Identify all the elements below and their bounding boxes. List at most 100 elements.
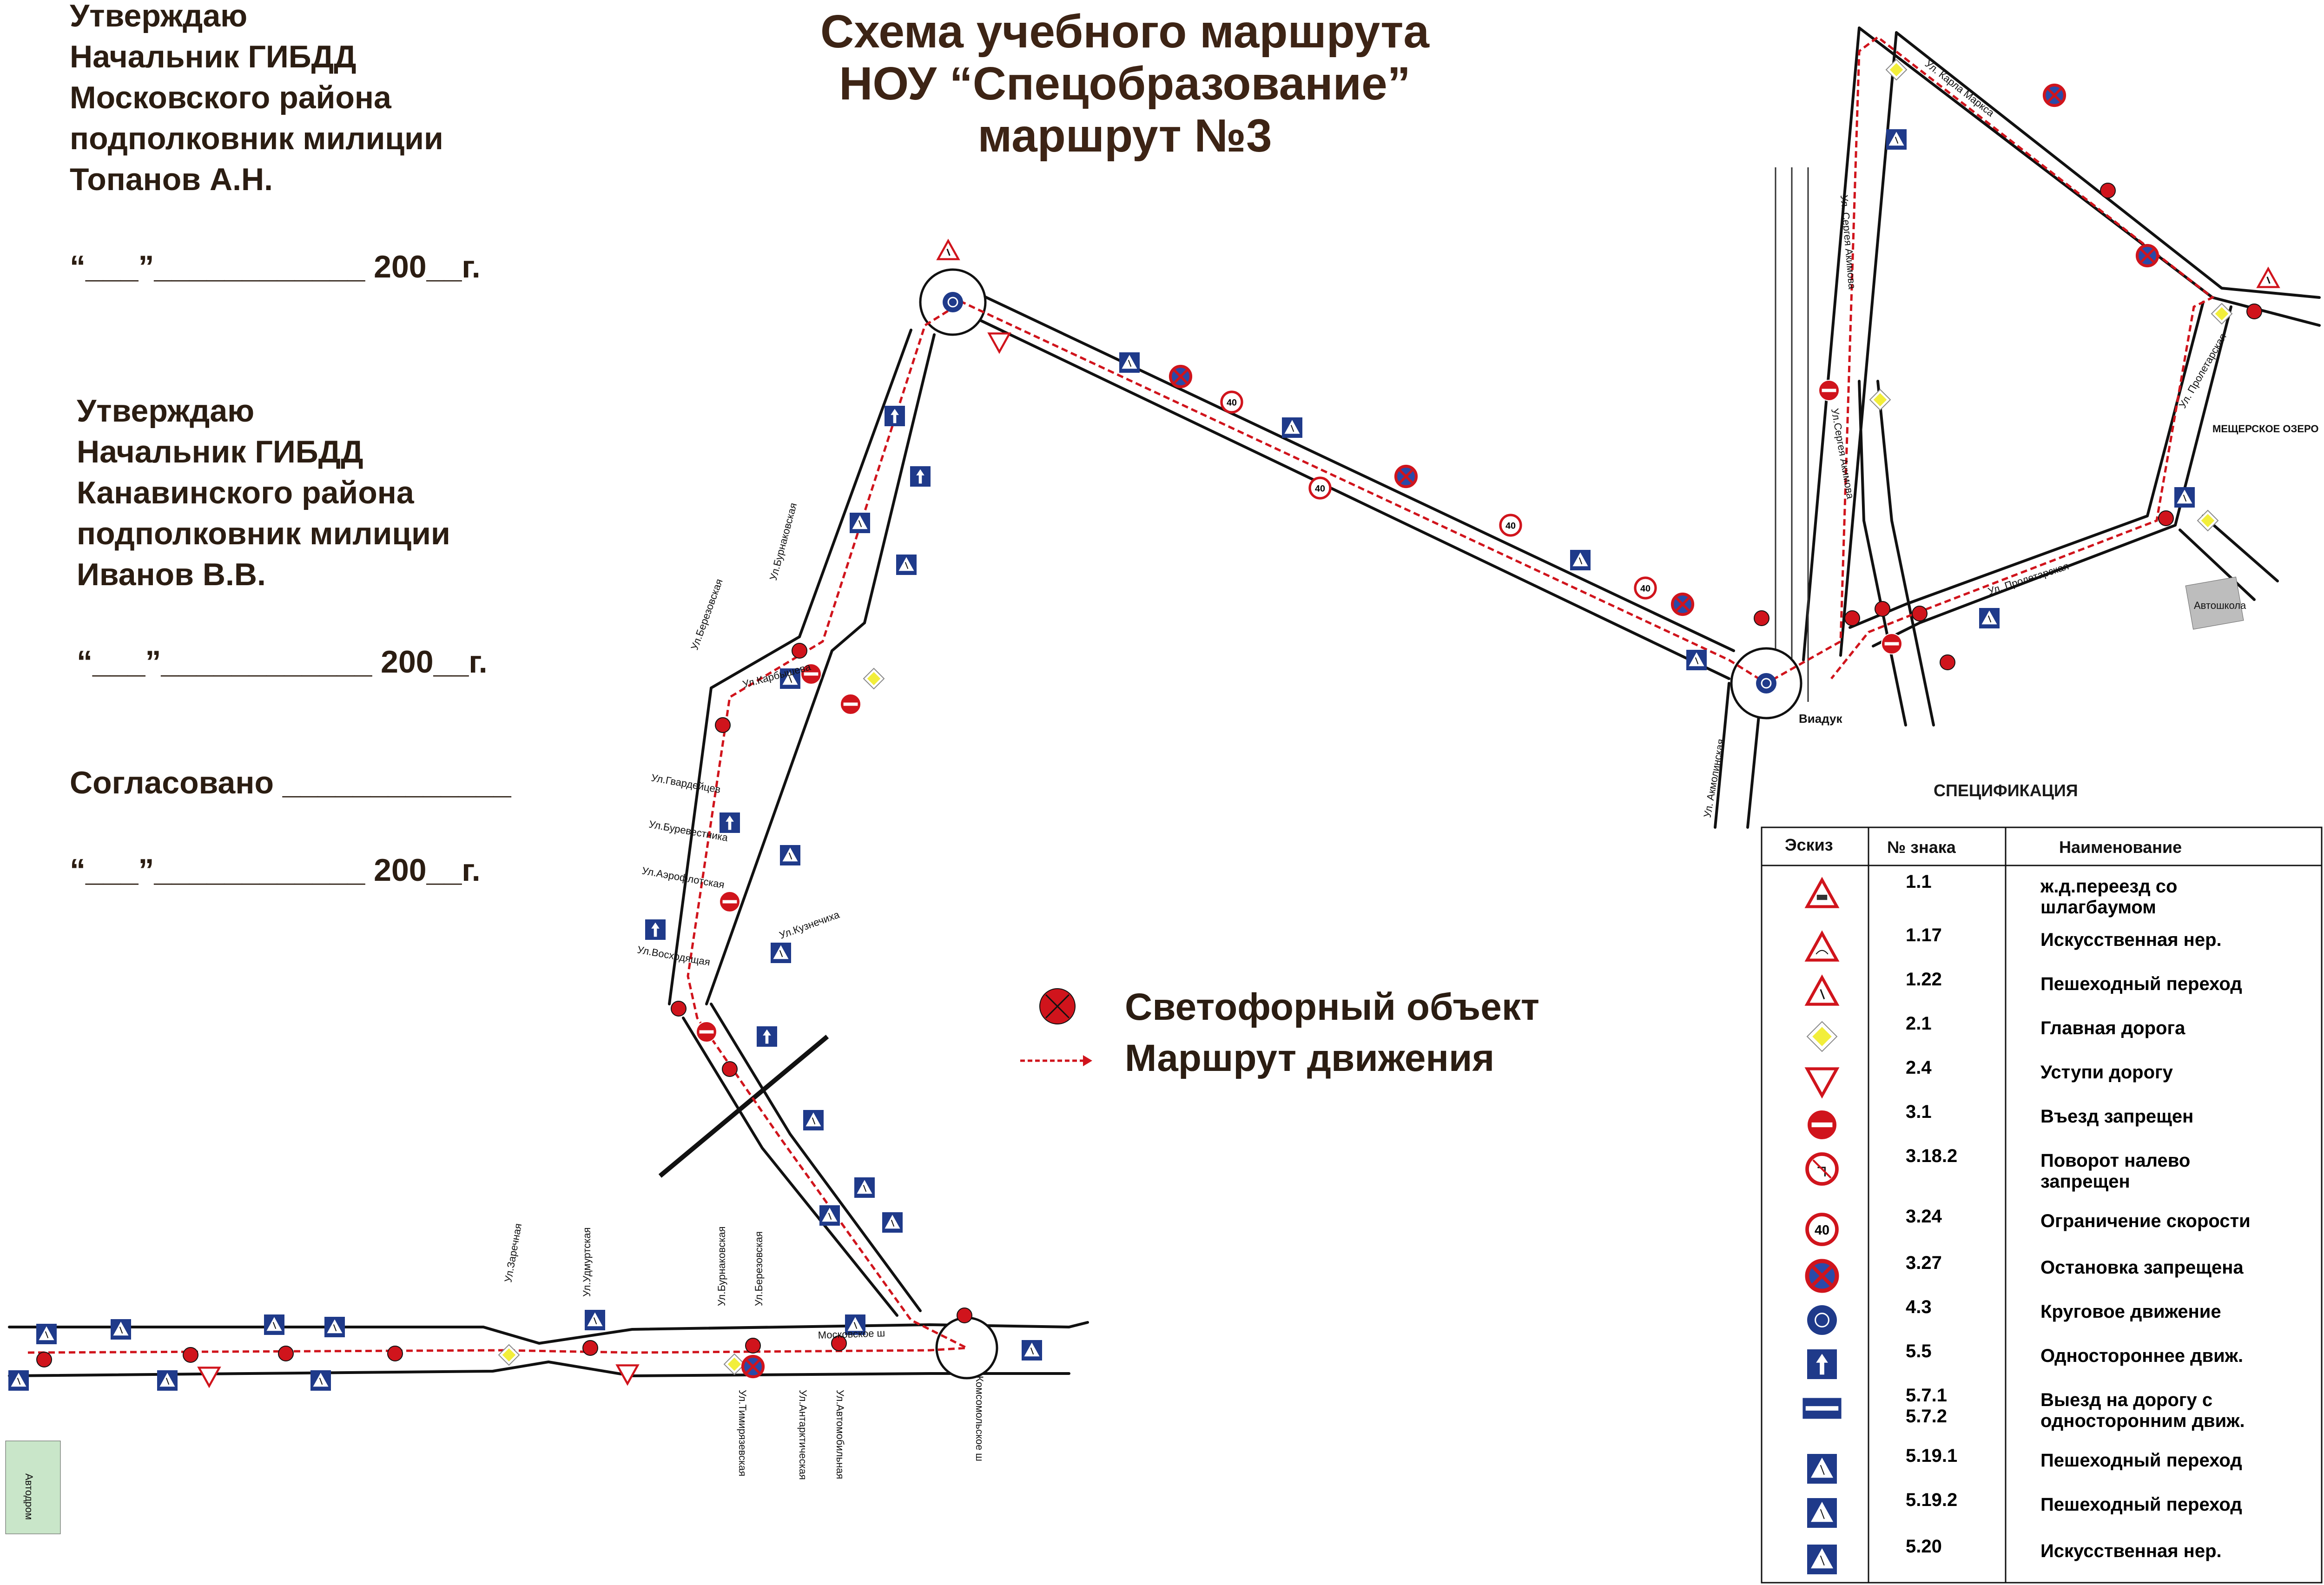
approval-line: подполковник милиции (70, 121, 443, 156)
main-road-icon (2197, 509, 2219, 532)
autoschool-box (2185, 576, 2244, 630)
crosswalk-left-icon (854, 1177, 875, 1198)
street-label: Ул.Кузнечиха (778, 909, 841, 941)
spec-sign-name: запрещен (2040, 1171, 2130, 1192)
svg-text:40: 40 (1505, 521, 1516, 531)
roundabout-icon (943, 292, 963, 312)
spec-sign-name: Уступи дорогу (2040, 1062, 2173, 1083)
road-akmolinskaya (1714, 682, 1730, 829)
street-label: Ул.Сергея Акимова (1829, 408, 1856, 500)
crosswalk-left-icon (1022, 1340, 1042, 1360)
approval-line: Канавинского района (77, 475, 414, 510)
no-entry-icon (840, 693, 861, 715)
main-road-icon (498, 1344, 520, 1366)
approval-line: подполковник милиции (77, 516, 450, 551)
main-road-icon (863, 667, 885, 690)
autodrome-box (5, 1440, 61, 1534)
bump-warning-icon (1804, 930, 1840, 962)
street-label: Ул.Буревестника (648, 818, 729, 844)
traffic-light-marker (2246, 304, 2262, 319)
spec-sign-name: Остановка запрещена (2040, 1257, 2244, 1278)
specification-title: СПЕЦИФИКАЦИЯ (1934, 781, 2078, 800)
one-way-icon (645, 919, 666, 940)
one-way-icon (757, 1026, 777, 1047)
approval-line: Московского района (70, 80, 391, 115)
spec-sign-name: Пешеходный переход (2040, 1450, 2242, 1471)
crosswalk-left-icon (585, 1310, 605, 1330)
no-entry-icon (1807, 1110, 1837, 1140)
one-way-icon (1807, 1349, 1837, 1379)
approval-line: Утверждаю (70, 0, 248, 33)
road-long-diagonal (970, 315, 1730, 680)
crosswalk-left-icon (8, 1370, 29, 1391)
crosswalk-left-icon (1119, 352, 1140, 373)
spec-table-frame (1761, 826, 2323, 1584)
crosswalk-left-icon (780, 845, 800, 865)
street-label: Ул.Тимирязевская (737, 1390, 748, 1476)
roundabout-icon (1756, 673, 1776, 693)
crosswalk-left-icon (771, 943, 791, 963)
traffic-light-marker (792, 643, 807, 659)
spec-sign-number: 5.5 (1906, 1341, 1932, 1361)
approval-line: Топанов А.Н. (70, 162, 273, 197)
spec-sign-number: 1.17 (1906, 925, 1942, 945)
street-label: Ул.Бурнаковская (716, 1226, 727, 1306)
traffic-light-marker (1940, 654, 1955, 670)
street-label: Ул.Заречная (502, 1222, 524, 1283)
spec-sign-name: шлагбаумом (2040, 897, 2156, 918)
speed-limit-icon: 40 (1220, 390, 1243, 414)
road-sergey-akimov (1858, 380, 1907, 726)
traffic-light-marker (582, 1340, 598, 1356)
yield-icon (615, 1364, 640, 1386)
railway (1775, 167, 1809, 702)
approval-date: “___”____________ 200__г. (70, 249, 481, 284)
autodrome-label: Автодром (23, 1473, 35, 1520)
route-line (27, 35, 2215, 1354)
no-entry-icon (1881, 633, 1902, 654)
spec-sign-name: Выезд на дорогу с (2040, 1390, 2212, 1410)
yield-icon (987, 332, 1011, 354)
svg-text:40: 40 (1815, 1223, 1829, 1238)
spec-sign-number: 5.7.2 (1906, 1406, 1947, 1426)
street-label: Ул.Бурнаковская (767, 502, 799, 581)
main-road-icon (1869, 389, 1891, 411)
spec-row: 5.5 Одностороннее движ. (1807, 1341, 2243, 1379)
yield-icon (197, 1367, 221, 1388)
crosswalk-left-icon (819, 1205, 840, 1226)
no-entry-icon (1818, 380, 1840, 401)
road-to-roundabout (798, 329, 912, 638)
spec-sign-name: Круговое движение (2040, 1301, 2221, 1322)
agreed-block: Согласовано _____________ “___”_________… (70, 762, 511, 891)
one-way-icon (910, 466, 931, 487)
speed-limit-icon: 40 (1634, 576, 1657, 600)
pedestrian-warning-icon (1804, 974, 1840, 1006)
crosswalk-left-icon (850, 513, 870, 533)
crosswalk-left-icon (264, 1314, 284, 1335)
crosswalk-left-icon (1282, 417, 1302, 438)
svg-text:40: 40 (1640, 584, 1651, 594)
traffic-light-marker (831, 1335, 847, 1351)
road-to-roundabout (863, 333, 936, 624)
traffic-light-marker (722, 1061, 738, 1077)
spec-sign-name: Ограничение скорости (2040, 1211, 2251, 1231)
crosswalk-left-icon (1686, 650, 1707, 670)
road-sergey-akimov (1876, 380, 1935, 726)
road-karl-marx (1858, 26, 2321, 327)
spec-sign-name: Одностороннее движ. (2040, 1346, 2243, 1366)
approval-block-kanavino: Утверждаю Начальник ГИБДД Канавинского р… (77, 390, 488, 682)
spec-sign-name: Пешеходный переход (2040, 974, 2242, 994)
traffic-light-marker (1875, 601, 1890, 617)
traffic-light-marker (2100, 183, 2116, 198)
crosswalk-left-icon (845, 1314, 865, 1335)
spec-sign-number: 4.3 (1906, 1297, 1932, 1317)
main-road-icon (1885, 59, 1908, 81)
no-stopping-icon (1169, 364, 1193, 389)
road-moscow-highway (8, 1321, 1089, 1345)
route-legend-arrow (1083, 1055, 1092, 1066)
